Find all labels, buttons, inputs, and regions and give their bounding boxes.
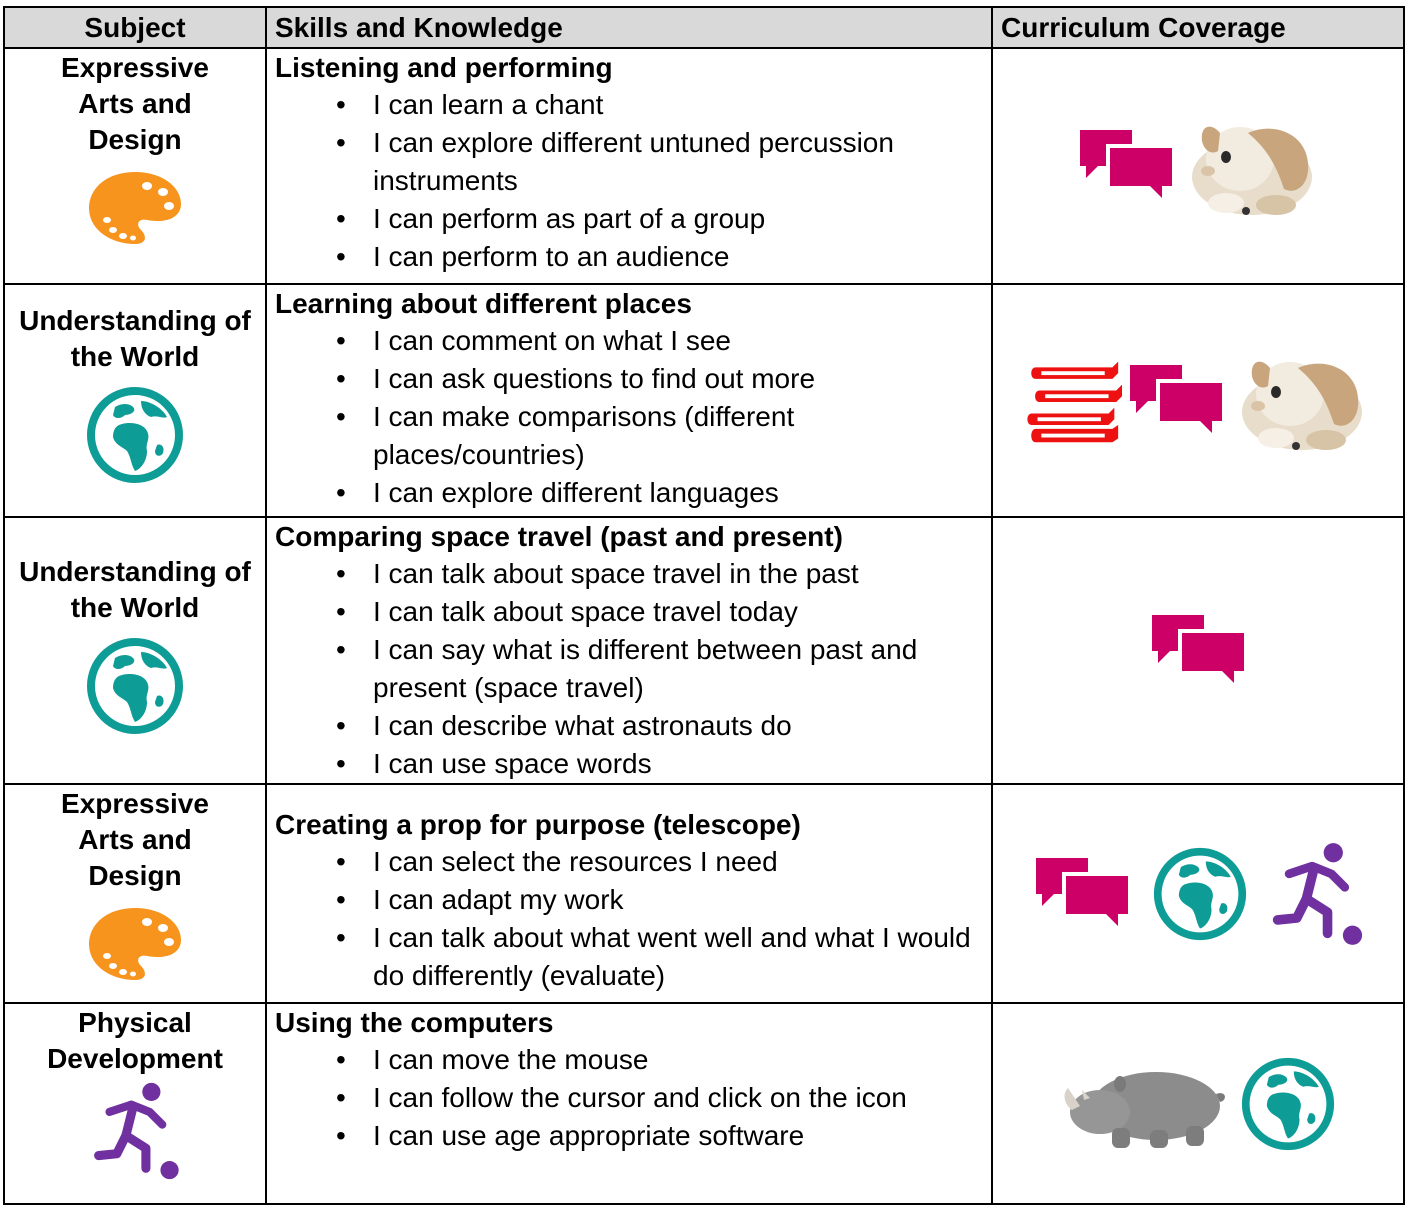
- coverage-cell: [991, 47, 1405, 285]
- subject-cell: Physical Development: [3, 1002, 267, 1205]
- coverage-cell: [991, 516, 1405, 785]
- list-item: I can adapt my work: [336, 881, 973, 919]
- list-item: I can make comparisons (different places…: [336, 398, 911, 474]
- skills-cell: Using the computers I can move the mouse…: [265, 1002, 993, 1205]
- speech-bubbles-icon: [1148, 611, 1248, 691]
- table-row: Understanding of the World Learning abou…: [3, 283, 1405, 518]
- list-item: I can ask questions to find out more: [336, 360, 911, 398]
- curriculum-table: Subject Skills and Knowledge Curriculum …: [3, 6, 1405, 1205]
- runner-icon: [87, 1081, 183, 1181]
- header-subject: Subject: [3, 6, 267, 49]
- skills-list: I can select the resources I need I can …: [275, 843, 990, 995]
- topic-heading: Using the computers: [275, 1007, 554, 1038]
- header-row: Subject Skills and Knowledge Curriculum …: [3, 6, 1405, 49]
- list-item: I can learn a chant: [336, 86, 990, 124]
- books-icon: [1026, 356, 1122, 446]
- list-item: I can follow the cursor and click on the…: [336, 1079, 951, 1117]
- globe-icon: [85, 636, 185, 736]
- skills-cell: Creating a prop for purpose (telescope) …: [265, 783, 993, 1004]
- subject-name: Understanding of the World: [19, 305, 251, 372]
- list-item: I can select the resources I need: [336, 843, 973, 881]
- speech-bubbles-icon: [1126, 361, 1226, 441]
- subject-cell: Expressive Arts and Design: [3, 47, 267, 285]
- palette-icon: [85, 904, 185, 984]
- subject-cell: Expressive Arts and Design: [3, 783, 267, 1004]
- rhino-toy-icon: [1060, 1054, 1230, 1154]
- list-item: I can perform as part of a group: [336, 200, 990, 238]
- topic-heading: Creating a prop for purpose (telescope): [275, 809, 801, 840]
- skills-list: I can move the mouse I can follow the cu…: [275, 1041, 990, 1155]
- subject-name: Physical Development: [47, 1007, 223, 1074]
- table-row: Physical Development Using the computers…: [3, 1002, 1405, 1205]
- list-item: I can move the mouse: [336, 1041, 951, 1079]
- speech-bubbles-icon: [1076, 126, 1176, 206]
- speech-bubbles-icon: [1032, 854, 1132, 934]
- skills-cell: Learning about different places I can co…: [265, 283, 993, 518]
- topic-heading: Listening and performing: [275, 52, 613, 83]
- topic-heading: Learning about different places: [275, 288, 692, 319]
- list-item: I can explore different languages: [336, 474, 911, 512]
- rabbit-toy-icon: [1230, 346, 1370, 456]
- globe-icon: [1240, 1056, 1336, 1152]
- list-item: I can describe what astronauts do: [336, 707, 951, 745]
- subject-cell: Understanding of the World: [3, 283, 267, 518]
- list-item: I can say what is different between past…: [336, 631, 951, 707]
- coverage-cell: [991, 1002, 1405, 1205]
- subject-name: Expressive Arts and Design: [61, 52, 209, 155]
- coverage-cell: [991, 283, 1405, 518]
- list-item: I can explore different untuned percussi…: [336, 124, 990, 200]
- rabbit-toy-icon: [1180, 111, 1320, 221]
- runner-icon: [1268, 841, 1364, 947]
- header-skills: Skills and Knowledge: [265, 6, 993, 49]
- globe-icon: [1152, 846, 1248, 942]
- skills-cell: Listening and performing I can learn a c…: [265, 47, 993, 285]
- globe-icon: [85, 385, 185, 485]
- list-item: I can comment on what I see: [336, 322, 911, 360]
- skills-list: I can comment on what I see I can ask qu…: [275, 322, 990, 512]
- table-row: Expressive Arts and Design Creating a pr…: [3, 783, 1405, 1004]
- list-item: I can talk about space travel in the pas…: [336, 555, 951, 593]
- list-item: I can talk about space travel today: [336, 593, 951, 631]
- subject-cell: Understanding of the World: [3, 516, 267, 785]
- subject-name: Understanding of the World: [19, 556, 251, 623]
- header-coverage: Curriculum Coverage: [991, 6, 1405, 49]
- topic-heading: Comparing space travel (past and present…: [275, 521, 843, 552]
- coverage-cell: [991, 783, 1405, 1004]
- table-row: Expressive Arts and Design Listening and…: [3, 47, 1405, 285]
- table-row: Understanding of the World Comparing spa…: [3, 516, 1405, 785]
- subject-name: Expressive Arts and Design: [61, 788, 209, 891]
- skills-list: I can talk about space travel in the pas…: [275, 555, 990, 782]
- palette-icon: [85, 168, 185, 248]
- list-item: I can talk about what went well and what…: [336, 919, 973, 995]
- skills-list: I can learn a chant I can explore differ…: [275, 86, 990, 276]
- list-item: I can use age appropriate software: [336, 1117, 951, 1155]
- list-item: I can use space words: [336, 745, 951, 782]
- skills-cell: Comparing space travel (past and present…: [265, 516, 993, 785]
- list-item: I can perform to an audience: [336, 238, 990, 276]
